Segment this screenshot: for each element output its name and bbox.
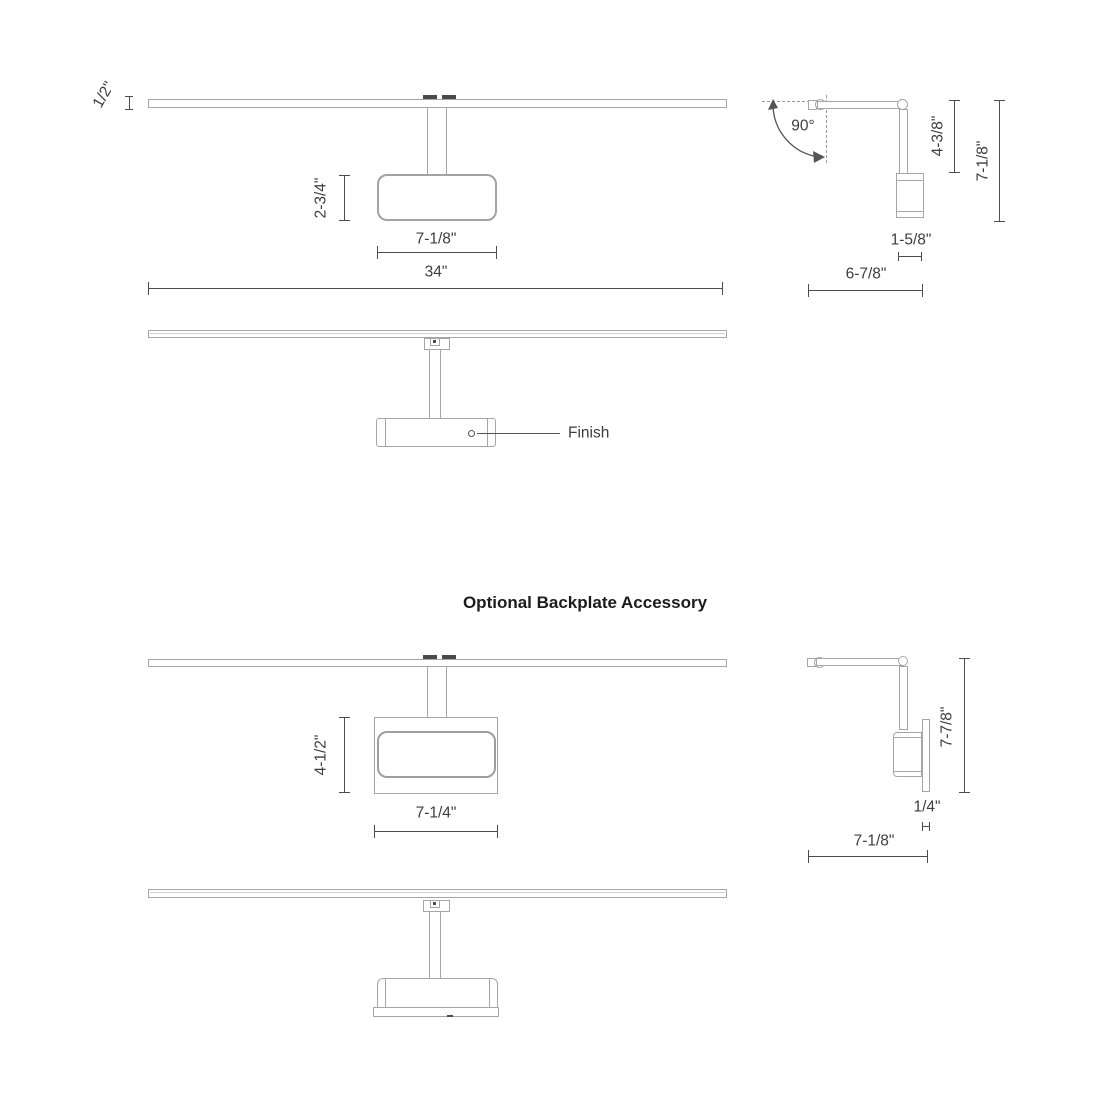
- dim-line-backplate-width: [374, 825, 498, 838]
- dim-label-wall-extension-backplate: 7-1/8": [853, 832, 895, 850]
- dim-line-wall-extension: [808, 284, 923, 297]
- lamp-head-front-backplate: [377, 731, 496, 778]
- dim-line-overall-height: [994, 100, 1005, 222]
- bracket-screw: [433, 340, 436, 343]
- arm-horizontal-side-2: [816, 658, 903, 666]
- finish-label: Finish: [568, 424, 610, 442]
- arm-vertical-side: [899, 109, 908, 174]
- dim-line-bar-thickness: [125, 96, 133, 110]
- finish-callout-dot: [468, 430, 475, 437]
- lamp-head-cap-top-2: [893, 737, 922, 738]
- arm-vertical-side-2: [899, 666, 908, 730]
- dim-line-fixture-width: [148, 282, 723, 295]
- lamp-head-cap-bottom: [896, 211, 924, 212]
- angle-label: 90°: [791, 117, 815, 135]
- finish-leader-line: [477, 433, 560, 434]
- dim-label-backplate-width: 7-1/4": [415, 804, 457, 822]
- light-bar-bottom: [148, 889, 727, 898]
- light-bar-front: [148, 99, 727, 108]
- dim-line-drop-to-head: [949, 100, 960, 173]
- lamp-head-cap-top: [896, 180, 924, 181]
- dim-label-overall-height: 7-1/8": [974, 140, 992, 182]
- stem-bottom: [429, 912, 441, 978]
- lamp-head-front: [377, 174, 497, 221]
- light-bar-rear-edge-line: [150, 333, 725, 334]
- dim-line-overall-height-backplate: [959, 658, 970, 793]
- pivot-joint-elbow-2: [898, 656, 908, 666]
- dim-label-wall-extension: 6-7/8": [845, 265, 887, 283]
- dim-line-head-depth: [898, 252, 922, 261]
- lamp-head-cap-bottom-2: [893, 771, 922, 772]
- rotation-arc-arrow: [768, 99, 825, 163]
- backplate-flange-bottom: [373, 1007, 499, 1017]
- dim-line-head-height: [339, 175, 350, 221]
- lamp-head-endcap-right: [487, 418, 488, 447]
- backplate-side: [922, 719, 930, 792]
- dim-label-bar-thickness: 1/2": [89, 78, 118, 111]
- lamp-head-rear: [376, 418, 496, 447]
- dim-line-backplate-height: [339, 717, 350, 793]
- flange-notch: [447, 1015, 453, 1017]
- dim-line-wall-extension-backplate: [808, 850, 928, 863]
- stem-rear: [429, 350, 441, 418]
- dim-label-head-depth: 1-5/8": [890, 231, 932, 249]
- dim-label-backplate-height: 4-1/2": [312, 734, 330, 776]
- dim-label-fixture-width: 34": [424, 263, 448, 281]
- pivot-pin-left: [423, 95, 437, 99]
- dim-line-head-width: [377, 246, 497, 259]
- bracket-screw-2: [433, 902, 436, 905]
- rotation-reference-line-vertical: [826, 95, 827, 163]
- pivot-pin-right-2: [442, 655, 456, 659]
- lamp-head-endcap-left-2: [385, 978, 386, 1008]
- dim-label-drop-to-head: 4-3/8": [929, 115, 947, 157]
- lamp-head-bottom: [377, 978, 498, 1008]
- light-bar-bottom-edge-line: [150, 892, 725, 893]
- section-title: Optional Backplate Accessory: [462, 593, 708, 612]
- light-bar-rear: [148, 330, 727, 338]
- dim-line-backplate-thickness: [922, 822, 930, 831]
- dim-label-head-width: 7-1/8": [415, 230, 457, 248]
- lamp-head-endcap-left: [385, 418, 386, 447]
- light-bar-front-backplate: [148, 659, 727, 667]
- lamp-head-endcap-right-2: [489, 978, 490, 1008]
- rotation-reference-line-horizontal: [762, 101, 810, 102]
- lamp-head-side-2: [893, 732, 922, 777]
- stem-front: [427, 108, 447, 175]
- dim-label-head-height: 2-3/4": [312, 177, 330, 219]
- dim-label-backplate-thickness: 1/4": [913, 798, 941, 816]
- pivot-pin-right: [442, 95, 456, 99]
- stem-front-backplate: [427, 667, 447, 732]
- dim-label-overall-height-backplate: 7-7/8": [938, 706, 956, 748]
- pivot-pin-left-2: [423, 655, 437, 659]
- arm-horizontal-side: [817, 101, 904, 109]
